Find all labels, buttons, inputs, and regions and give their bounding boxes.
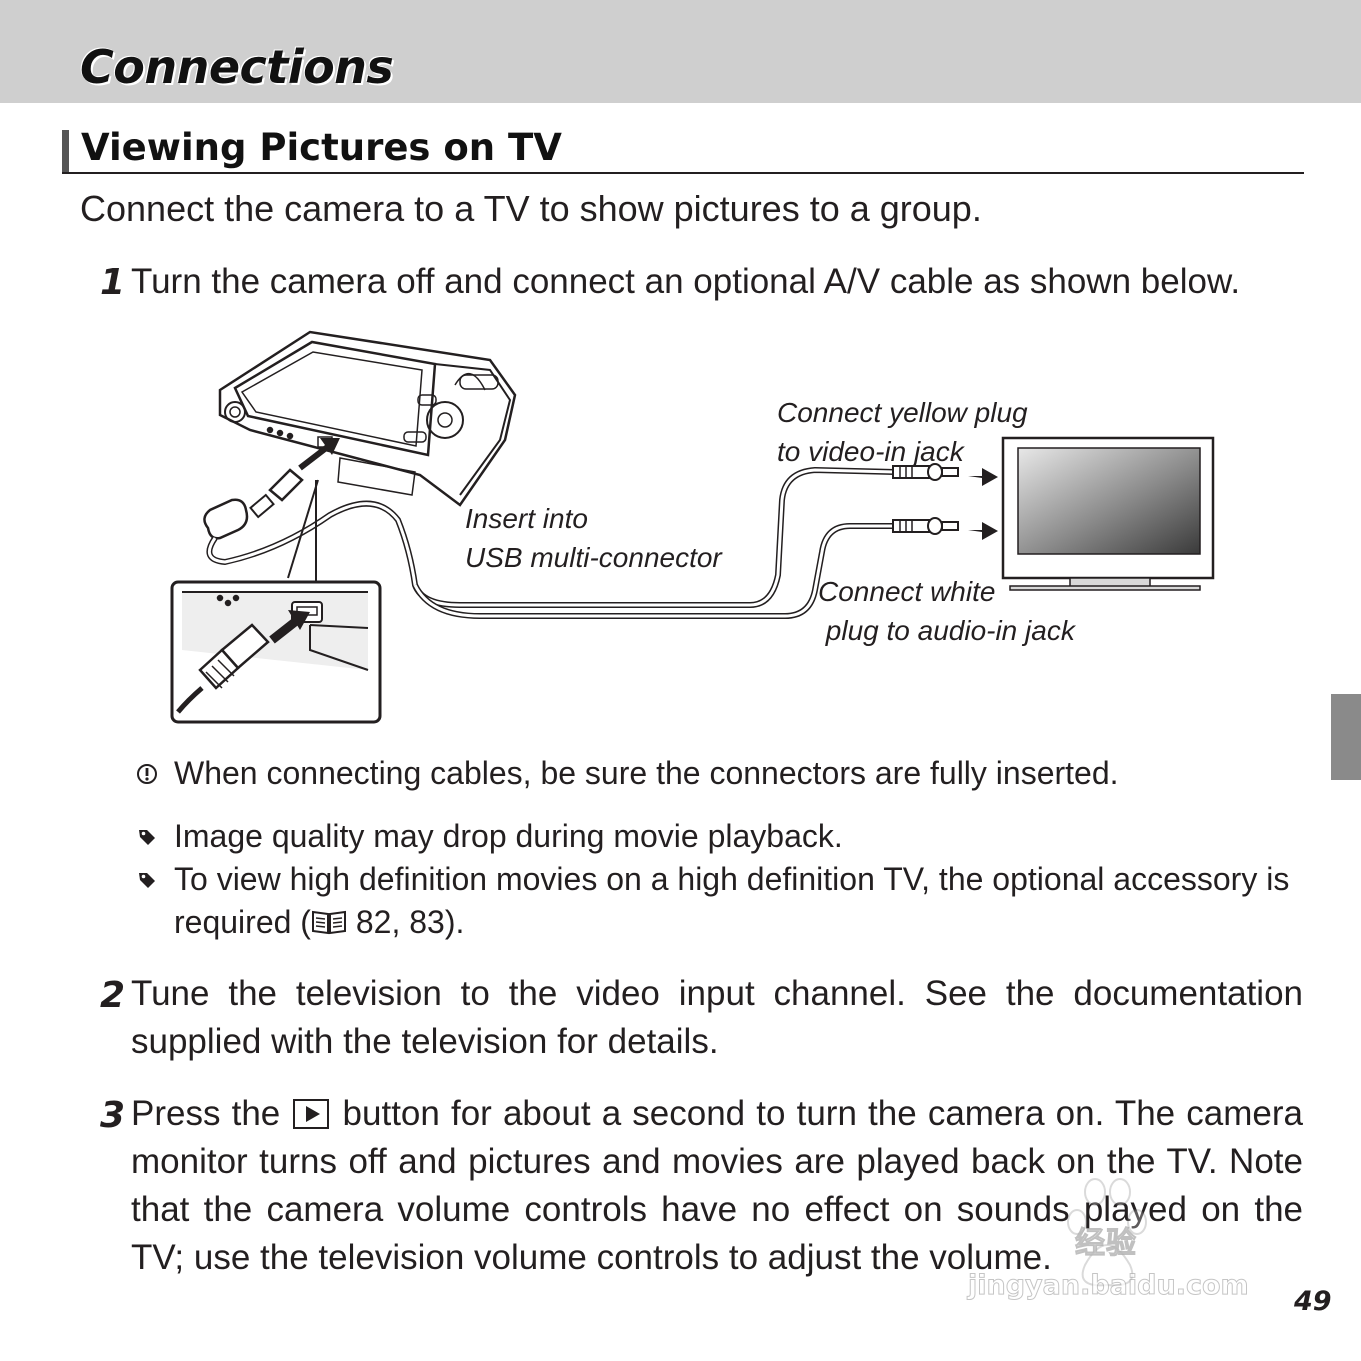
- usb-connector-callout: Insert into USB multi-connector: [465, 503, 722, 573]
- chapter-header-band: [0, 0, 1361, 103]
- note-pencil-icon: [130, 858, 164, 904]
- section-heading-rule: [62, 172, 1304, 174]
- page-number: 49: [1294, 1286, 1332, 1317]
- caution-note-text: When connecting cables, be sure the conn…: [174, 755, 1119, 791]
- step-3-text-rest: button for about a second to turn the ca…: [131, 1094, 1303, 1277]
- white-plug-callout: Connect white plug to audio-in jack: [818, 576, 1075, 646]
- step-1-number: 1: [100, 262, 126, 303]
- step-3-text-start: Press the: [131, 1094, 281, 1133]
- camera-illustration: [218, 330, 517, 507]
- step-1-text: Turn the camera off and connect an optio…: [131, 262, 1241, 301]
- hd-note-page-refs: 82, 83).: [346, 904, 465, 940]
- watermark-text: 经验: [1075, 1226, 1137, 1262]
- yellow-plug-callout: Connect yellow plug to video-in jack: [777, 397, 1028, 467]
- connection-illustration: [170, 330, 1215, 724]
- watermark-url: jingyan.baidu.com: [968, 1270, 1250, 1302]
- chapter-side-tab: [1331, 694, 1361, 780]
- intro-text: Connect the camera to a TV to show pictu…: [80, 188, 982, 229]
- hd-note-text: To view high definition movies on a high…: [174, 858, 1305, 946]
- section-title: Viewing Pictures on TV: [81, 126, 562, 169]
- connection-diagram: Insert into USB multi-connector Connect …: [160, 320, 1260, 740]
- chapter-title: Connections: [80, 40, 394, 94]
- tip-note-text: Image quality may drop during movie play…: [174, 818, 843, 854]
- playback-button-icon: [293, 1099, 330, 1129]
- step-3-text: Press the button for about a second to t…: [131, 1090, 1303, 1282]
- baidu-paw-logo: [1067, 1178, 1147, 1287]
- television-illustration: [1001, 436, 1215, 591]
- white-rca-plug: [892, 517, 959, 535]
- note-pencil-icon: [130, 815, 164, 861]
- usb-port-detail-inset: [170, 580, 382, 724]
- step-3-number: 3: [100, 1095, 126, 1136]
- step-2-number: 2: [100, 975, 126, 1016]
- step-2-text: Tune the television to the video input c…: [131, 974, 1303, 1061]
- yellow-rca-plug: [892, 463, 959, 481]
- hd-note-text-start: To view high definition movies on a high…: [174, 861, 1290, 940]
- section-heading-bar: [62, 130, 69, 174]
- caution-icon: [130, 752, 164, 798]
- book-reference-icon: [311, 903, 347, 946]
